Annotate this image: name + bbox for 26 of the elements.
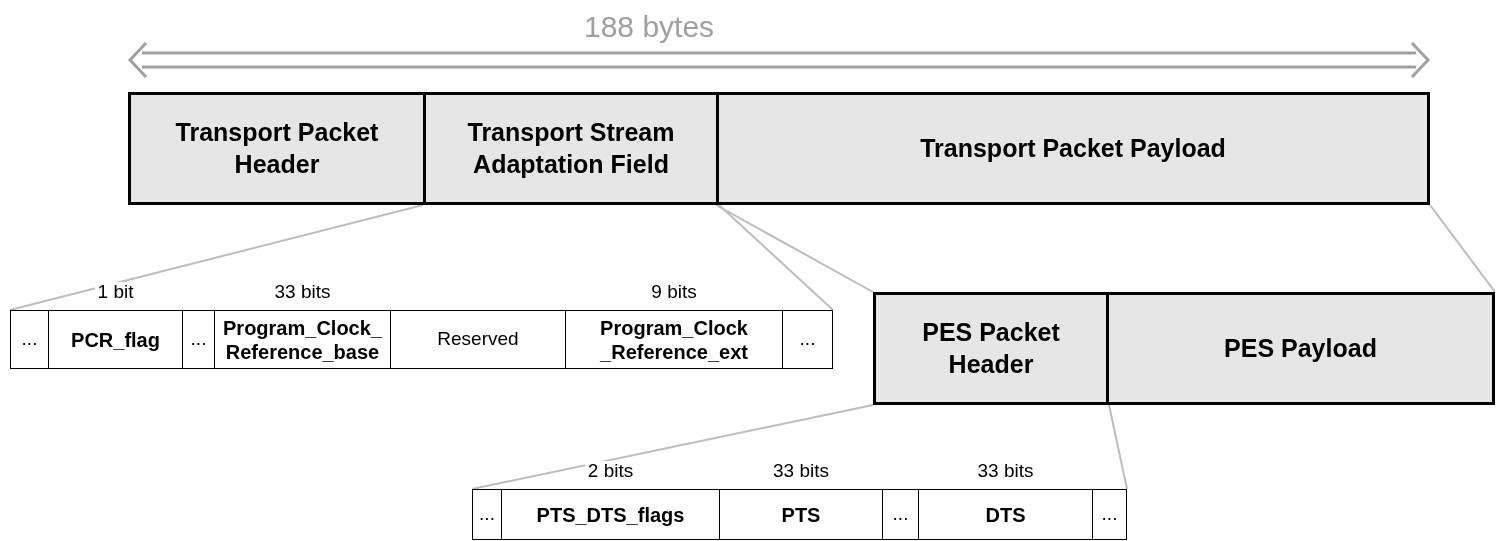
bit-width-label: 1 bit bbox=[94, 282, 137, 301]
bit-width-label: 33 bits bbox=[770, 461, 832, 480]
expansion-line bbox=[1108, 404, 1128, 490]
packet-field: Transport Packet Header bbox=[128, 92, 426, 205]
bit-field: ... bbox=[182, 310, 215, 369]
bit-field: ... bbox=[10, 310, 49, 369]
bit-field: DTS bbox=[918, 489, 1093, 540]
bit-field: ... bbox=[882, 489, 919, 540]
packet-field: Transport Stream Adaptation Field bbox=[423, 92, 719, 205]
packet-field: PES Packet Header bbox=[873, 292, 1109, 405]
expansion-line bbox=[1429, 204, 1496, 293]
expansion-line bbox=[9, 204, 424, 311]
packet-field: Transport Packet Payload bbox=[716, 92, 1430, 205]
bit-field: PTS_DTS_flags bbox=[501, 489, 720, 540]
expansion-line bbox=[471, 404, 874, 490]
expansion-line bbox=[718, 204, 834, 311]
packet-field: PES Payload bbox=[1106, 292, 1495, 405]
bit-field: Program_Clock_ Reference_base bbox=[214, 310, 391, 369]
expansion-line bbox=[715, 204, 874, 293]
bit-field: Reserved bbox=[390, 310, 566, 369]
bit-field: PCR_flag bbox=[48, 310, 183, 369]
bit-field: ... bbox=[782, 310, 833, 369]
bit-field: Program_Clock _Reference_ext bbox=[565, 310, 783, 369]
bit-field: ... bbox=[1092, 489, 1127, 540]
bit-field: PTS bbox=[719, 489, 883, 540]
bit-field: ... bbox=[472, 489, 502, 540]
